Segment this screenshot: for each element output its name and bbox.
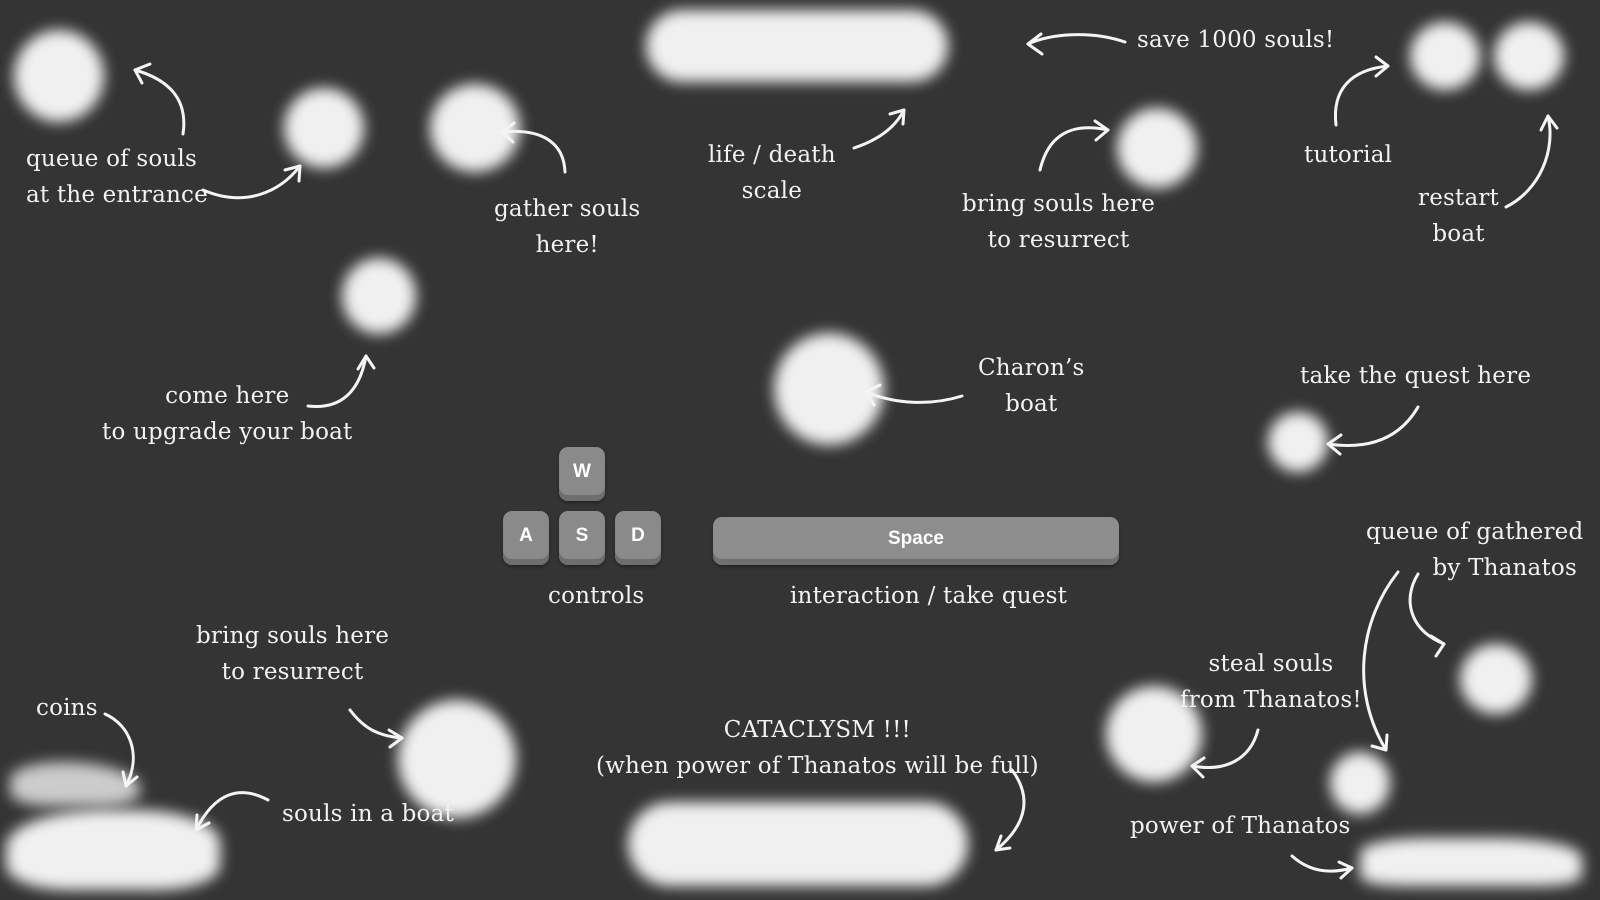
note-queue-entrance: queue of souls at the entrance <box>26 146 208 208</box>
charons-boat-blob <box>774 333 884 445</box>
note-souls-in-boat: souls in a boat <box>282 801 454 827</box>
souls-in-boat-blob <box>6 810 220 890</box>
arrow-queue-entrance-right <box>201 164 302 200</box>
note-controls: controls <box>548 583 645 609</box>
arrow-take-quest <box>1326 405 1420 447</box>
note-coins: coins <box>36 695 98 721</box>
key-d: D <box>615 511 661 565</box>
gather-souls-blob <box>430 84 520 172</box>
key-w: W <box>559 447 605 501</box>
thanatos-soul-blob <box>1330 752 1390 814</box>
key-a: A <box>503 511 549 565</box>
arrow-power-thanatos <box>1290 854 1354 873</box>
arrow-life-death <box>852 108 906 150</box>
note-life-death: life / death scale <box>708 142 836 204</box>
arrow-bring-souls-bottom <box>348 708 404 740</box>
life-death-scale-blob <box>646 10 948 82</box>
note-queue-thanatos: queue of gathered by Thanatos <box>1366 519 1584 581</box>
resurrect-altar-bottom-blob <box>398 700 516 818</box>
note-charons-boat: Charon’s boat <box>978 355 1085 417</box>
note-power-thanatos: power of Thanatos <box>1130 813 1351 839</box>
arrow-tutorial <box>1333 64 1390 127</box>
steal-souls-blob <box>1106 686 1202 782</box>
soul-queue-blob <box>284 88 364 168</box>
note-tutorial: tutorial <box>1304 142 1393 168</box>
note-bring-souls-top: bring souls here to resurrect <box>962 191 1156 253</box>
note-bring-souls-bottom: bring souls here to resurrect <box>196 623 390 685</box>
cataclysm-bar-blob <box>628 802 968 886</box>
note-gather-souls: gather souls here! <box>494 196 641 258</box>
key-space: Space <box>713 517 1119 565</box>
coins-blob <box>10 762 140 806</box>
arrow-restart <box>1504 114 1552 209</box>
note-take-quest: take the quest here <box>1300 363 1532 389</box>
arrow-thanatos-long <box>1362 570 1400 752</box>
tutorial-button[interactable] <box>1410 22 1480 90</box>
power-of-thanatos-bar-blob <box>1360 838 1582 886</box>
quest-giver-blob <box>1268 412 1328 472</box>
note-save-souls: save 1000 souls! <box>1137 27 1335 53</box>
arrow-bring-souls-top <box>1038 126 1110 172</box>
arrow-queue-entrance-up <box>133 68 186 136</box>
arrow-save-souls <box>1026 33 1127 46</box>
upgrade-station-blob <box>342 258 416 334</box>
note-interaction: interaction / take quest <box>790 583 1068 609</box>
resurrect-altar-top-blob <box>1117 108 1197 188</box>
note-upgrade-boat: come here to upgrade your boat <box>102 383 353 445</box>
thanatos-queue-soul-blob <box>1460 644 1532 714</box>
note-steal-souls: steal souls from Thanatos! <box>1180 651 1362 713</box>
note-cataclysm: CATACLYSM !!! (when power of Thanatos wi… <box>596 717 1039 779</box>
note-restart-boat: restart boat <box>1418 185 1500 247</box>
key-s: S <box>559 511 605 565</box>
entrance-queue-soul-blob <box>14 30 104 122</box>
restart-boat-button[interactable] <box>1494 22 1564 90</box>
